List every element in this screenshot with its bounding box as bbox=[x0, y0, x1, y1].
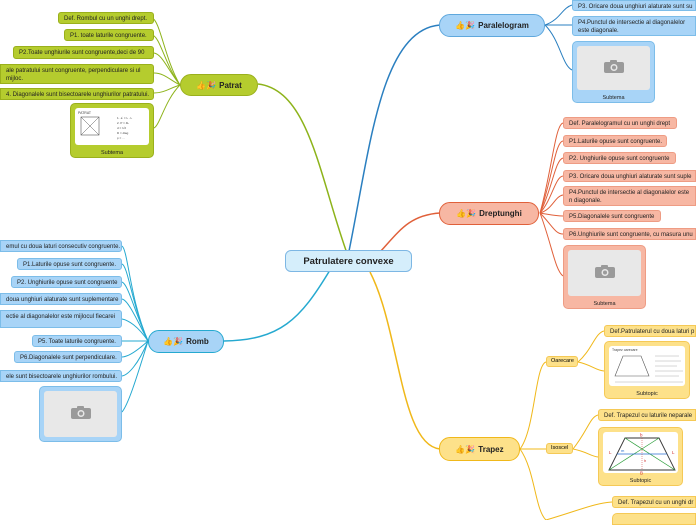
trapezoid-label: m bbox=[621, 448, 625, 453]
trapez-oarecare[interactable]: Oarecare bbox=[546, 356, 578, 367]
trapez-isoscel-def[interactable]: Def. Trapezul cu laturile neparale bbox=[598, 409, 696, 421]
patrat-item[interactable]: Def. Rombul cu un unghi drept. bbox=[58, 12, 154, 24]
patrat-item[interactable]: P1. toate laturile congruente. bbox=[64, 29, 154, 41]
trapezoid-label: B bbox=[640, 471, 643, 476]
central-topic[interactable]: Patrulatere convexe bbox=[285, 250, 412, 272]
trapez-drept-card[interactable] bbox=[612, 513, 696, 525]
branch-title: Paralelogram bbox=[478, 21, 529, 30]
branch-romb[interactable]: 👍🎉 Romb bbox=[148, 330, 224, 353]
romb-item[interactable]: ectie al diagonalelor este mijlocul fiec… bbox=[0, 310, 122, 328]
romb-item[interactable]: ele sunt bisectoarele unghiurilor rombul… bbox=[0, 370, 122, 382]
dreptunghi-item[interactable]: P5.Diagonalele sunt congruente bbox=[563, 210, 661, 222]
image-placeholder bbox=[577, 46, 650, 90]
romb-item[interactable]: P2. Unghiurile opuse sunt congruente bbox=[11, 276, 122, 288]
camera-icon bbox=[603, 60, 624, 73]
thumb-line: D = diag bbox=[117, 131, 129, 135]
card-caption: Subtopic bbox=[629, 478, 652, 484]
branch-dreptunghi[interactable]: 👍🎉 Dreptunghi bbox=[439, 202, 539, 225]
camera-icon bbox=[594, 265, 615, 278]
trapez-oarecare-card[interactable]: Trapez oarecare Subtopic bbox=[604, 341, 690, 399]
trapez-drept-def[interactable]: Def. Trapezul cu un unghi dr bbox=[612, 496, 696, 508]
trapezoid-label: h bbox=[644, 458, 646, 463]
trapezoid-notes-thumbnail: Trapez oarecare bbox=[612, 348, 683, 383]
card-caption: Subtema bbox=[593, 301, 616, 307]
trapez-isoscel[interactable]: Isoscel bbox=[546, 443, 573, 454]
thumbs-party-icon: 👍🎉 bbox=[455, 21, 476, 30]
thumbs-party-icon: 👍🎉 bbox=[456, 209, 477, 218]
subtopic-thumbnail: b L L B h m bbox=[603, 432, 678, 476]
image-placeholder bbox=[568, 250, 641, 296]
paralelogram-item[interactable]: P3. Oricare doua unghiuri alaturate sunt… bbox=[572, 0, 696, 11]
dreptunghi-item[interactable]: P3. Oricare doua unghiuri alaturate sunt… bbox=[563, 170, 696, 182]
branch-title: Patrat bbox=[219, 80, 242, 90]
dreptunghi-item[interactable]: P4.Punctul de intersectie al diagonalelo… bbox=[563, 186, 696, 206]
thumb-line: p = ... bbox=[117, 136, 125, 140]
camera-icon bbox=[70, 406, 91, 419]
branch-trapez[interactable]: 👍🎉 Trapez bbox=[439, 437, 520, 461]
trapezoid-label: L bbox=[609, 450, 612, 455]
thumb-line: 1. ∠ = L ∙ L bbox=[117, 116, 133, 120]
romb-item[interactable]: P1.Laturile opuse sunt congruente. bbox=[17, 258, 122, 270]
thumbs-party-icon: 👍🎉 bbox=[196, 80, 217, 90]
dreptunghi-subtema-card[interactable]: Subtema bbox=[563, 245, 646, 309]
dreptunghi-item[interactable]: P2. Unghiurile opuse sunt congruente bbox=[563, 152, 676, 164]
patrat-item[interactable]: P2.Toate unghiurile sunt congruente,deci… bbox=[13, 46, 154, 59]
trapez-isoscel-card[interactable]: b L L B h m Subtopic bbox=[598, 427, 683, 486]
romb-item[interactable]: emul cu doua laturi consecutiv congruent… bbox=[0, 240, 122, 252]
svg-text:PATRAT: PATRAT bbox=[78, 111, 92, 115]
image-placeholder bbox=[44, 391, 117, 437]
dreptunghi-item[interactable]: Def. Paralelogramul cu un unghi drept bbox=[563, 117, 677, 129]
patrat-subtema-card[interactable]: PATRAT 1. ∠ = L ∙ L 2. P = 4L d = l√2 D … bbox=[70, 103, 154, 158]
branch-title: Romb bbox=[186, 337, 209, 346]
branch-paralelogram[interactable]: 👍🎉 Paralelogram bbox=[439, 14, 545, 37]
patrat-item[interactable]: 4. Diagonalele sunt bisectoarele unghiur… bbox=[0, 88, 154, 100]
trapezoid-label: b bbox=[640, 433, 643, 438]
dreptunghi-item[interactable]: P6.Unghiurile sunt congruente, cu masura… bbox=[563, 228, 696, 240]
isosceles-trapezoid-diagram: b L L B h m bbox=[608, 433, 676, 476]
thumb-title: Trapez oarecare bbox=[612, 348, 638, 352]
square-diagram-thumbnail: PATRAT 1. ∠ = L ∙ L 2. P = 4L d = l√2 D … bbox=[78, 111, 133, 140]
thumbs-party-icon: 👍🎉 bbox=[163, 337, 184, 346]
romb-item[interactable]: P5. Toate laturile congruente. bbox=[32, 335, 122, 347]
card-caption: Subtema bbox=[100, 150, 123, 156]
romb-image-card[interactable] bbox=[39, 386, 122, 442]
branch-patrat[interactable]: 👍🎉 Patrat bbox=[180, 74, 258, 96]
dreptunghi-item[interactable]: P1.Laturile opuse sunt congruente. bbox=[563, 135, 667, 147]
paralelogram-subtema-card[interactable]: Subtema bbox=[572, 41, 655, 103]
thumbs-party-icon: 👍🎉 bbox=[455, 444, 476, 454]
branch-title: Trapez bbox=[478, 444, 504, 454]
card-caption: Subtema bbox=[602, 95, 625, 101]
trapezoid-label: L bbox=[672, 450, 675, 455]
subtema-thumbnail: PATRAT 1. ∠ = L ∙ L 2. P = 4L d = l√2 D … bbox=[75, 108, 149, 145]
thumb-line: d = l√2 bbox=[117, 126, 126, 130]
branch-title: Dreptunghi bbox=[479, 209, 522, 218]
trapez-oarecare-def[interactable]: Def.Patrulaterul cu doua laturi p bbox=[604, 325, 696, 337]
card-caption: Subtopic bbox=[636, 391, 658, 397]
subtopic-thumbnail: Trapez oarecare bbox=[609, 346, 685, 386]
romb-item[interactable]: P6.Diagonalele sunt perpendiculare. bbox=[14, 351, 122, 363]
patrat-item[interactable]: ale patratului sunt congruente, perpendi… bbox=[0, 64, 154, 84]
paralelogram-item[interactable]: P4.Punctul de intersectie al diagonalelo… bbox=[572, 16, 696, 36]
thumb-line: 2. P = 4L bbox=[117, 121, 129, 125]
romb-item[interactable]: doua unghiuri alaturate sunt suplementar… bbox=[0, 293, 122, 305]
